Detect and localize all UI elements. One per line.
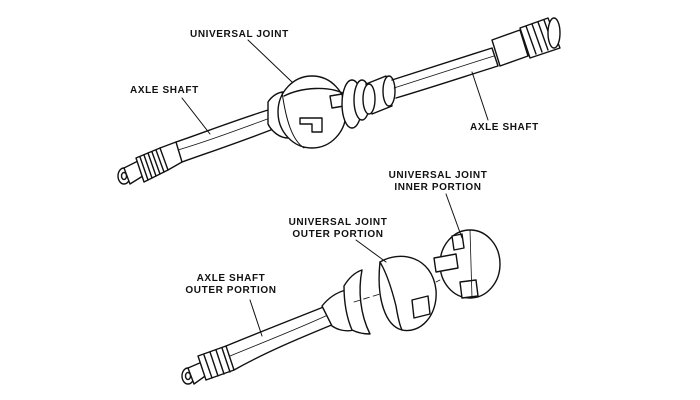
shaft-collar <box>362 75 396 115</box>
exploded-axle <box>181 229 501 385</box>
right-spline-end <box>491 17 561 67</box>
leader-lines-top <box>181 39 489 135</box>
label-uj-outer-line2: OUTER PORTION <box>292 229 384 240</box>
label-universal-joint: UNIVERSAL JOINT <box>190 29 289 40</box>
left-axle-shaft <box>175 109 277 163</box>
universal-joint-assembly <box>267 75 371 149</box>
label-uj-inner-line1: UNIVERSAL JOINT <box>388 170 488 181</box>
label-axle-shaft-right: AXLE SHAFT <box>470 122 539 133</box>
axle-shaft-outer <box>225 305 335 371</box>
assembled-axle <box>117 17 561 185</box>
label-uj-inner-portion: UNIVERSAL JOINT INNER PORTION <box>378 170 498 194</box>
label-axle-shaft-left: AXLE SHAFT <box>130 85 199 96</box>
uj-outer-portion-part <box>378 255 437 332</box>
label-axle-shaft-outer-portion: AXLE SHAFT OUTER PORTION <box>176 273 286 297</box>
left-spline-end <box>117 141 183 185</box>
label-as-outer-line2: OUTER PORTION <box>185 285 277 296</box>
label-uj-outer-line1: UNIVERSAL JOINT <box>288 217 388 228</box>
label-as-outer-line1: AXLE SHAFT <box>196 273 266 284</box>
bottom-spline-end <box>181 345 235 385</box>
leader-lines-bottom <box>249 193 463 337</box>
shaft-yoke <box>321 269 371 335</box>
uj-inner-portion-part <box>433 229 501 299</box>
right-axle-shaft <box>391 47 499 99</box>
label-uj-outer-portion: UNIVERSAL JOINT OUTER PORTION <box>278 217 398 241</box>
label-uj-inner-line2: INNER PORTION <box>394 182 482 193</box>
assembly-centerline <box>353 279 441 303</box>
